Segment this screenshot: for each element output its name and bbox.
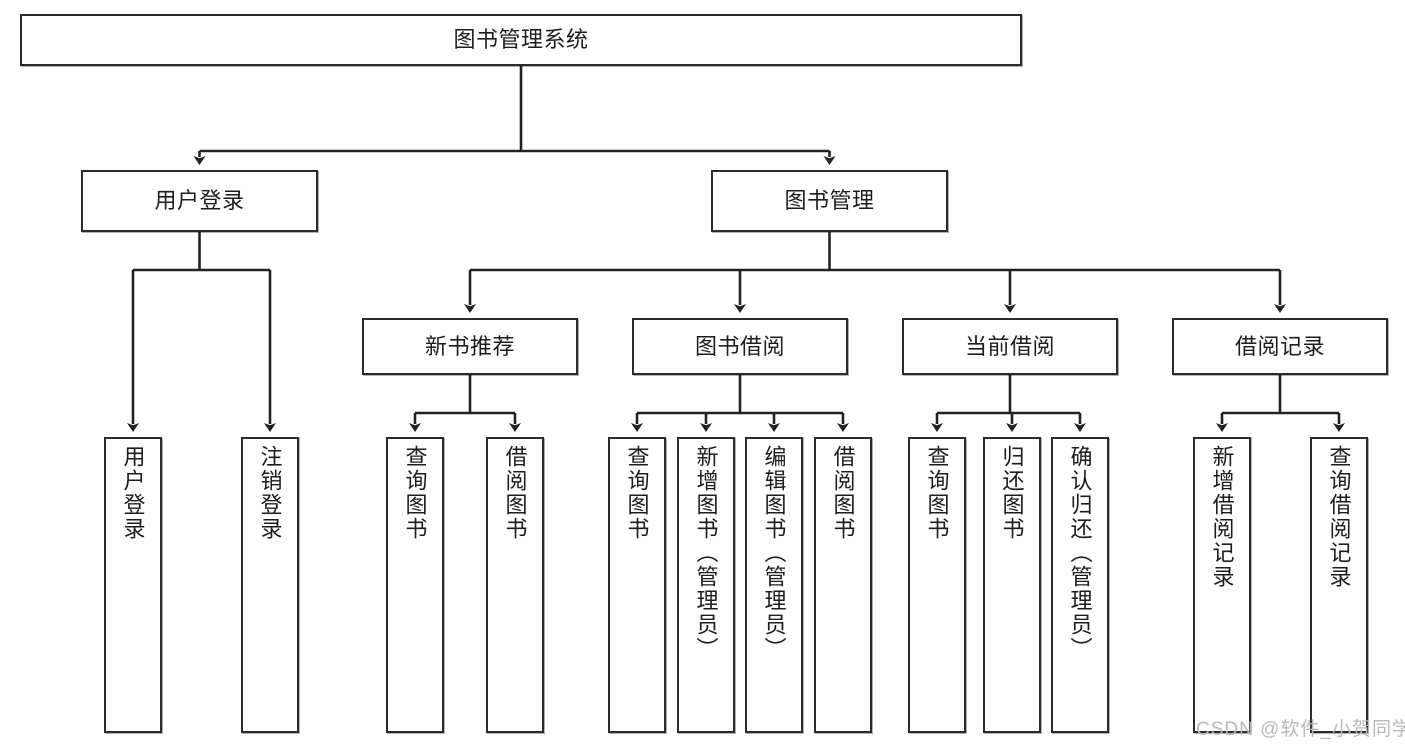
- node-label: 确认归还（管理员）: [1067, 445, 1093, 661]
- node-current-borrow[interactable]: 当前借阅: [902, 318, 1118, 375]
- node-user-login[interactable]: 用户登录: [81, 170, 318, 232]
- node-leaf-borrow-book-2[interactable]: 借阅图书: [814, 437, 872, 733]
- node-label: 借阅图书: [830, 445, 856, 541]
- node-leaf-user-login[interactable]: 用户登录: [104, 437, 162, 733]
- node-leaf-query-book-2[interactable]: 查询图书: [608, 437, 666, 733]
- node-label: 用户登录: [154, 188, 245, 214]
- node-leaf-add-book[interactable]: 新增图书（管理员）: [677, 437, 735, 733]
- node-label: 归还图书: [999, 445, 1025, 541]
- node-label: 图书管理系统: [453, 27, 589, 53]
- edges-group: [127, 66, 1345, 432]
- node-label: 借阅图书: [502, 445, 528, 541]
- node-label: 查询借阅记录: [1326, 445, 1352, 589]
- node-borrow-record[interactable]: 借阅记录: [1172, 318, 1388, 375]
- node-label: 用户登录: [120, 445, 146, 541]
- node-leaf-add-record[interactable]: 新增借阅记录: [1193, 437, 1251, 733]
- node-label: 查询图书: [624, 445, 650, 541]
- node-label: 新书推荐: [424, 333, 515, 359]
- node-label: 新增图书（管理员）: [693, 445, 719, 661]
- node-leaf-query-record[interactable]: 查询借阅记录: [1310, 437, 1368, 733]
- node-label: 当前借阅: [964, 333, 1055, 359]
- node-leaf-confirm-return[interactable]: 确认归还（管理员）: [1051, 437, 1109, 733]
- node-label: 图书借阅: [694, 333, 785, 359]
- node-label: 新增借阅记录: [1209, 445, 1235, 589]
- node-label: 注销登录: [257, 445, 283, 541]
- node-leaf-query-book-1[interactable]: 查询图书: [386, 437, 444, 733]
- node-label: 编辑图书（管理员）: [761, 445, 787, 661]
- node-leaf-return-book[interactable]: 归还图书: [983, 437, 1041, 733]
- node-label: 借阅记录: [1234, 333, 1325, 359]
- node-leaf-user-logout[interactable]: 注销登录: [241, 437, 299, 733]
- node-label: 图书管理: [784, 188, 875, 214]
- node-label: 查询图书: [924, 445, 950, 541]
- node-book-borrow[interactable]: 图书借阅: [632, 318, 848, 375]
- node-new-book-rec[interactable]: 新书推荐: [362, 318, 578, 375]
- node-leaf-query-book-3[interactable]: 查询图书: [908, 437, 966, 733]
- node-label: 查询图书: [402, 445, 428, 541]
- node-leaf-borrow-book-1[interactable]: 借阅图书: [486, 437, 544, 733]
- node-book-manage[interactable]: 图书管理: [711, 170, 948, 232]
- node-leaf-edit-book[interactable]: 编辑图书（管理员）: [745, 437, 803, 733]
- node-root[interactable]: 图书管理系统: [20, 14, 1022, 66]
